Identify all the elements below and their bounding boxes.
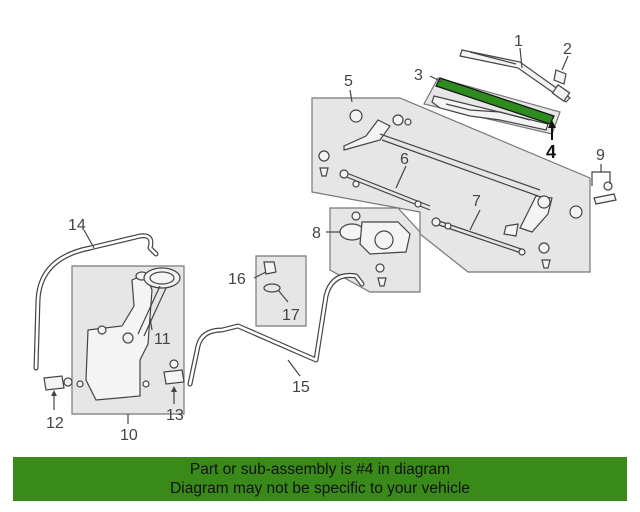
callout-6: 6 — [400, 151, 409, 168]
wiper-pivot-right[interactable] — [503, 195, 583, 269]
callout-7: 7 — [472, 193, 481, 210]
banner-line-2: Diagram may not be specific to your vehi… — [170, 480, 470, 497]
callout-15: 15 — [292, 379, 310, 396]
banner-line-1: Part or sub-assembly is #4 in diagram — [189, 461, 451, 478]
wiper-motor[interactable] — [339, 211, 411, 287]
wiper-arm[interactable] — [459, 49, 571, 103]
arm-nut-cap[interactable] — [553, 69, 567, 85]
callout-17: 17 — [282, 307, 300, 324]
washer-hose-15[interactable] — [187, 272, 365, 387]
wiper-link-rod-7[interactable] — [431, 217, 526, 256]
callout-1: 1 — [514, 33, 523, 50]
callout-11: 11 — [154, 331, 171, 348]
wiper-link-rod-6[interactable] — [339, 169, 431, 211]
callout-10: 10 — [120, 427, 138, 444]
callout-3: 3 — [414, 67, 423, 84]
callout-9: 9 — [596, 147, 605, 164]
washer-hose-14[interactable] — [33, 233, 159, 371]
banner-background — [13, 457, 627, 501]
wiper-pivot-left[interactable] — [318, 109, 541, 197]
info-banner: Part or sub-assembly is #4 in diagram Di… — [13, 457, 627, 501]
wiper-blade[interactable] — [431, 95, 549, 131]
washer-pump-13[interactable] — [163, 359, 185, 385]
callout-2: 2 — [563, 41, 572, 58]
callout-4: 4 — [546, 142, 556, 162]
callout-13: 13 — [166, 407, 184, 424]
callout-14: 14 — [68, 217, 86, 234]
callout-12: 12 — [46, 415, 64, 432]
callout-16: 16 — [228, 271, 246, 288]
washer-reservoir[interactable] — [76, 267, 181, 401]
pivot-cap-bolt[interactable] — [593, 181, 617, 205]
washer-pump-12[interactable] — [43, 375, 73, 391]
callout-8: 8 — [312, 225, 321, 242]
callout-5: 5 — [344, 73, 353, 90]
washer-nozzle[interactable] — [263, 261, 281, 293]
